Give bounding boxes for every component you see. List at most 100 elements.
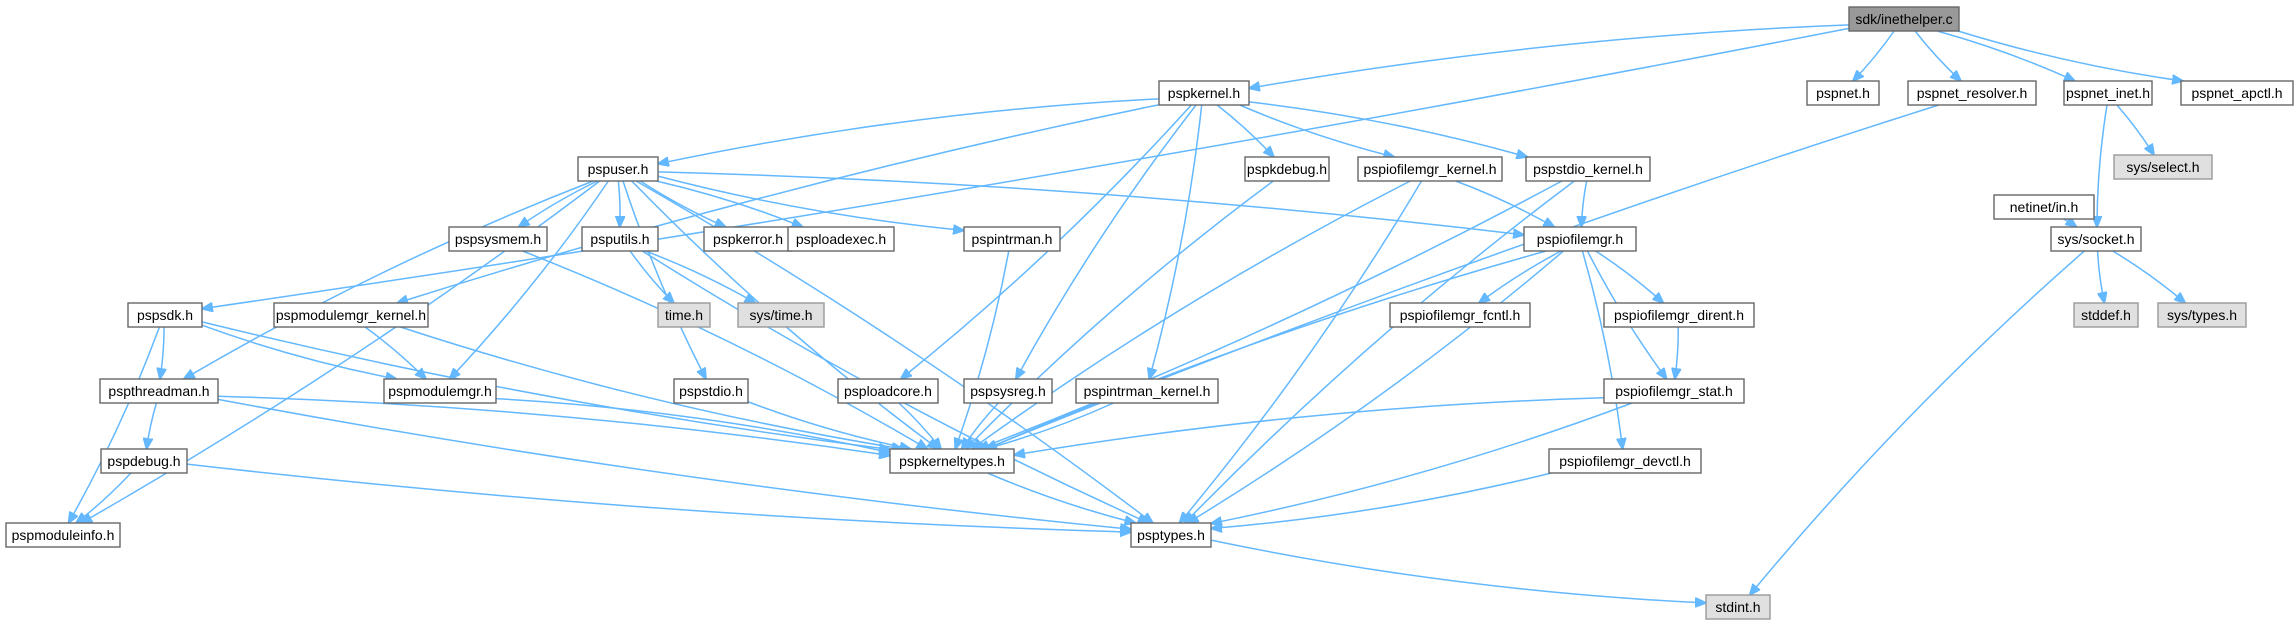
node-pspnet-apctl[interactable]: pspnet_apctl.h (2180, 80, 2294, 106)
node-box (963, 378, 1053, 404)
node-pspnet-inet[interactable]: pspnet_inet.h (2063, 80, 2153, 106)
node-netinet-in[interactable]: netinet/in.h (1993, 194, 2095, 220)
node-sys-socket[interactable]: sys/socket.h (2050, 226, 2142, 252)
edge-pspuser-to-psptypes (635, 180, 1153, 523)
node-pspsysmem[interactable]: pspsysmem.h (448, 226, 548, 252)
node-label: pspmoduleinfo.h (12, 527, 115, 543)
node-pspkerror[interactable]: pspkerror.h (703, 226, 793, 252)
node-label: pspiofilemgr_dirent.h (1614, 307, 1744, 323)
node-box (2180, 80, 2294, 106)
node-label: pspnet_resolver.h (1917, 85, 2028, 101)
node-pspthreadman[interactable]: pspthreadman.h (99, 378, 219, 404)
edge-pspiofilemgr-to-psptypes (1188, 250, 1564, 523)
node-box (127, 302, 203, 328)
node-sys-time: sys/time.h (737, 302, 825, 328)
edge-pspsdk-to-pspkerneltypes (201, 321, 890, 450)
node-pspstdio[interactable]: pspstdio.h (673, 378, 749, 404)
edge-pspstdio-to-pspkerneltypes (747, 401, 911, 449)
node-label: pspnet_inet.h (2066, 85, 2150, 101)
node-pspiofilemgr-stat[interactable]: pspiofilemgr_stat.h (1603, 378, 1745, 404)
node-box (787, 226, 895, 252)
node-pspnet-resolver[interactable]: pspnet_resolver.h (1907, 80, 2037, 106)
node-pspsdk[interactable]: pspsdk.h (127, 302, 203, 328)
node-pspkerneltypes[interactable]: pspkerneltypes.h (889, 448, 1015, 474)
node-box (837, 378, 939, 404)
node-psptypes[interactable]: psptypes.h (1130, 522, 1212, 548)
node-label: pspiofilemgr_kernel.h (1363, 161, 1496, 177)
edge-pspuser-to-pspkerror (639, 180, 725, 227)
node-pspdebug[interactable]: pspdebug.h (100, 448, 188, 474)
node-label: psputils.h (590, 231, 649, 247)
node-label: pspkerneltypes.h (899, 453, 1005, 469)
edge-pspdebug-to-psptypes (186, 463, 1131, 532)
edge-root-to-pspkernel (1249, 24, 1850, 88)
edge-pspsdk-to-pspmoduleinfo (69, 326, 161, 523)
edge-pspkernel-to-pspmodulemgr_kernel (397, 103, 1160, 303)
node-label: pspiofilemgr_fcntl.h (1400, 307, 1521, 323)
edge-pspiofilemgr-to-pspiofilemgr_dirent (1595, 250, 1664, 303)
edge-psploadcore-to-pspkerneltypes (898, 402, 941, 449)
node-label: psploadexec.h (796, 231, 886, 247)
node-pspintrman-kernel[interactable]: pspintrman_kernel.h (1075, 378, 1219, 404)
edge-pspnet_inet-to-sys_socket (2097, 104, 2108, 227)
node-stdint: stdint.h (1705, 594, 1771, 620)
node-pspkernel[interactable]: pspkernel.h (1158, 80, 1250, 106)
node-pspkdebug[interactable]: pspkdebug.h (1244, 156, 1330, 182)
node-psputils[interactable]: psputils.h (581, 226, 659, 252)
node-pspiofilemgr-kernel[interactable]: pspiofilemgr_kernel.h (1357, 156, 1503, 182)
node-box (1244, 156, 1330, 182)
edge-pspstdio_kernel-to-pspiofilemgr (1581, 180, 1588, 227)
edge-pspiofilemgr-to-pspiofilemgr_devctl (1581, 250, 1622, 449)
node-label: pspdebug.h (107, 453, 180, 469)
node-box (2050, 226, 2142, 252)
edge-pspstdio_kernel-to-psptypes (1185, 180, 1575, 523)
node-box (1523, 226, 1637, 252)
node-root[interactable]: sdk/inethelper.c (1848, 6, 1960, 32)
node-label: sys/select.h (2126, 159, 2199, 175)
edge-pspkernel-to-pspiofilemgr_kernel (1239, 104, 1395, 157)
edge-pspnet_inet-to-sys_select (2116, 104, 2154, 155)
node-psploadcore[interactable]: psploadcore.h (837, 378, 939, 404)
node-box (1130, 522, 1212, 548)
edge-pspiofilemgr_kernel-to-pspkerneltypes (972, 180, 1411, 449)
node-pspmoduleinfo[interactable]: pspmoduleinfo.h (5, 522, 121, 548)
edge-pspiofilemgr_stat-to-psptypes (1211, 402, 1633, 524)
node-pspiofilemgr-devctl[interactable]: pspiofilemgr_devctl.h (1548, 448, 1702, 474)
node-pspiofilemgr-fcntl[interactable]: pspiofilemgr_fcntl.h (1389, 302, 1531, 328)
node-box (2073, 302, 2139, 328)
node-pspmodulemgr[interactable]: pspmodulemgr.h (383, 378, 497, 404)
edge-pspiofilemgr_stat-to-pspkerneltypes (1014, 397, 1605, 455)
edge-pspsdk-to-pspmodulemgr (201, 324, 397, 379)
node-box (273, 302, 429, 328)
node-box (1603, 378, 1745, 404)
node-label: pspkdebug.h (1247, 161, 1327, 177)
edge-pspuser-to-pspthreadman (184, 180, 594, 379)
node-pspmodulemgr-kernel[interactable]: pspmodulemgr_kernel.h (273, 302, 429, 328)
node-pspsysreg[interactable]: pspsysreg.h (963, 378, 1053, 404)
edge-pspsysreg-to-pspkerneltypes (962, 402, 999, 449)
edge-root-to-pspsdk (202, 27, 1850, 308)
node-label: pspstdio_kernel.h (1533, 161, 1643, 177)
node-pspuser[interactable]: pspuser.h (577, 156, 659, 182)
node-label: pspiofilemgr_devctl.h (1559, 453, 1691, 469)
node-psploadexec[interactable]: psploadexec.h (787, 226, 895, 252)
node-box (1806, 80, 1880, 106)
node-pspiofilemgr[interactable]: pspiofilemgr.h (1523, 226, 1637, 252)
node-label: pspiofilemgr_stat.h (1615, 383, 1733, 399)
edge-pspkernel-to-pspsysreg (1016, 104, 1197, 379)
edge-netinet_in-to-sys_socket (2063, 219, 2077, 227)
edge-pspiofilemgr_kernel-to-psptypes (1179, 180, 1423, 523)
node-pspnet[interactable]: pspnet.h (1806, 80, 1880, 106)
node-label: pspthreadman.h (108, 383, 209, 399)
node-box (737, 302, 825, 328)
node-label: stdint.h (1715, 599, 1760, 615)
node-pspiofilemgr-dirent[interactable]: pspiofilemgr_dirent.h (1603, 302, 1755, 328)
node-box (1848, 6, 1960, 32)
node-pspintrman[interactable]: pspintrman.h (963, 226, 1061, 252)
node-box (1907, 80, 2037, 106)
edge-pspkernel-to-pspstdio_kernel (1248, 101, 1527, 157)
node-label: pspnet_apctl.h (2191, 85, 2282, 101)
node-pspstdio-kernel[interactable]: pspstdio_kernel.h (1525, 156, 1651, 182)
node-box (100, 448, 188, 474)
node-label: sys/types.h (2167, 307, 2237, 323)
